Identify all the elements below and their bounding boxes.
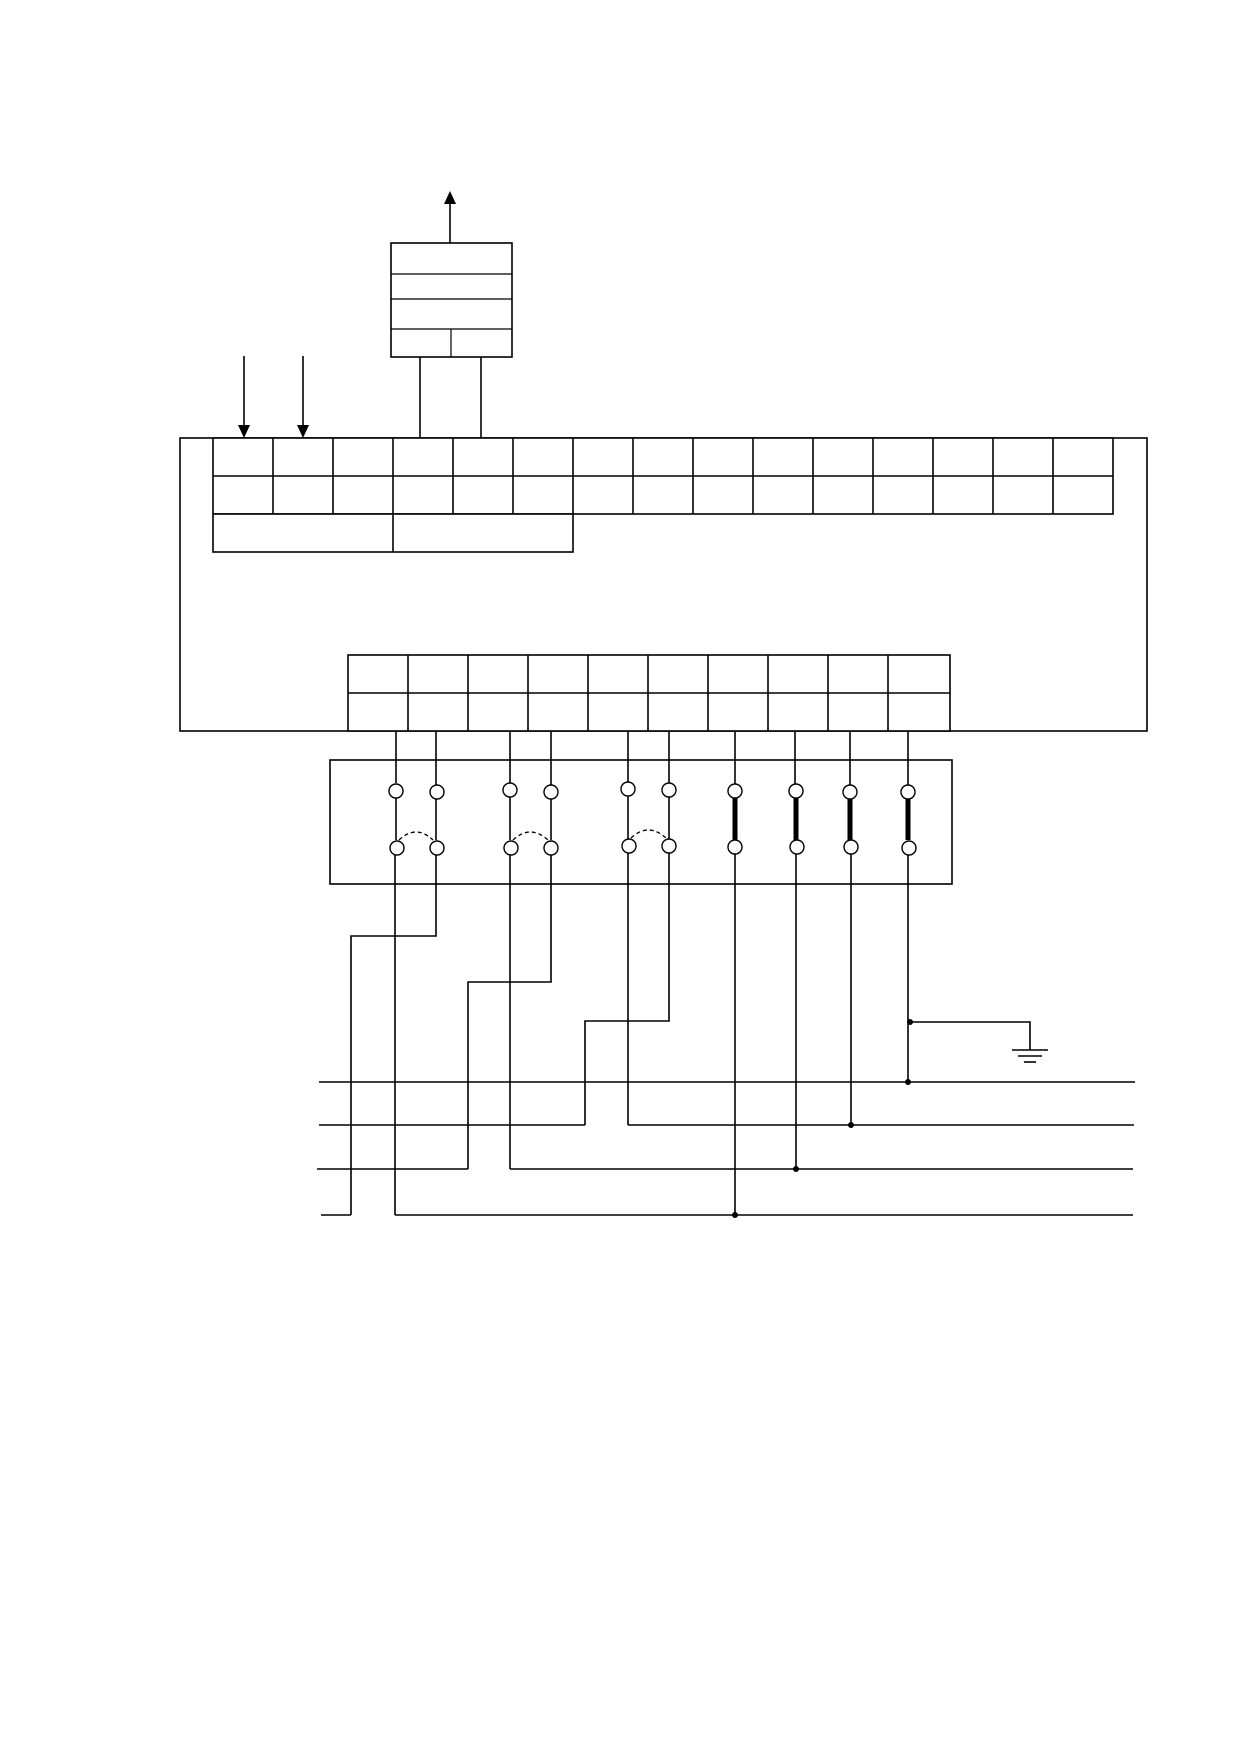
lead-wires — [395, 731, 909, 785]
terminal-icon — [900, 784, 916, 800]
switch-block — [329, 759, 953, 885]
bottom-terminal-grid — [347, 654, 951, 732]
terminal-icon — [661, 838, 677, 854]
switch-pair-3 — [620, 781, 677, 854]
top-grid-subcells — [212, 513, 574, 553]
wiring — [350, 853, 909, 1215]
terminal-icon — [727, 783, 743, 799]
terminal-icon — [788, 783, 804, 799]
ground-icon — [910, 1021, 1048, 1063]
terminal-icon — [901, 840, 917, 856]
terminal-icon — [429, 840, 445, 856]
switch-pair-1 — [388, 783, 445, 856]
switch-pair-2 — [502, 782, 559, 856]
output-arrow — [444, 191, 456, 243]
terminal-icon — [388, 783, 404, 799]
terminal-icon — [842, 784, 858, 800]
top-module — [390, 242, 513, 358]
terminal-icon — [620, 781, 636, 797]
terminal-icon — [502, 782, 518, 798]
junction-dots — [732, 1019, 913, 1218]
terminal-icon — [543, 784, 559, 800]
terminal-icon — [503, 840, 519, 856]
switch-solid-2 — [788, 783, 805, 855]
switch-solid-1 — [727, 783, 743, 855]
terminal-icon — [727, 839, 743, 855]
input-arrow-2 — [297, 356, 309, 438]
terminal-icon — [543, 840, 559, 856]
switch-solid-4 — [900, 784, 917, 856]
top-terminal-grid — [212, 437, 1114, 515]
input-arrow-1 — [238, 356, 250, 438]
top-module-connector — [419, 357, 482, 437]
terminal-icon — [843, 839, 859, 855]
terminal-icon — [621, 838, 637, 854]
bus-lines — [317, 1081, 1135, 1216]
terminal-icon — [661, 782, 677, 798]
terminal-icon — [429, 784, 445, 800]
switch-solid-3 — [842, 784, 859, 855]
terminal-icon — [389, 840, 405, 856]
terminal-icon — [789, 839, 805, 855]
